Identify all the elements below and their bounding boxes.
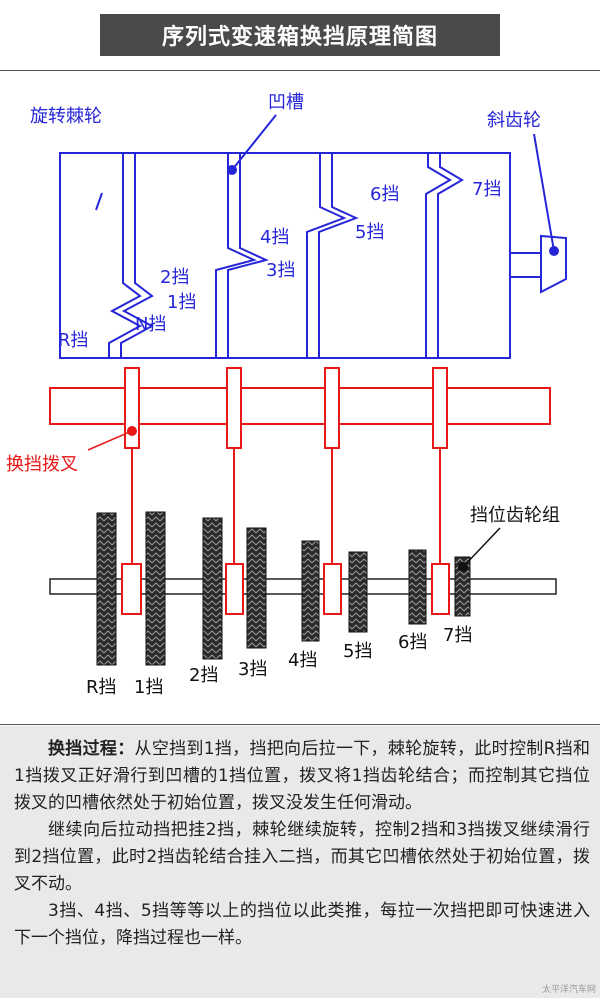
- groove-label-n: N挡: [135, 314, 166, 335]
- fork-claw-2: [225, 563, 244, 615]
- gear-label-3: 3挡: [238, 659, 267, 680]
- fork-slider-4: [432, 367, 448, 449]
- gear-group: [96, 511, 471, 666]
- description-heading: 换挡过程：: [48, 739, 135, 759]
- groove-label-2: 2挡: [160, 267, 189, 288]
- groove-label-r: R挡: [58, 330, 89, 351]
- groove-track-2a: [215, 153, 257, 358]
- ratchet-pointer-line: [95, 192, 103, 211]
- groove-label-4: 4挡: [260, 227, 289, 248]
- ratchet-label: 旋转棘轮: [30, 106, 102, 127]
- gear-1: [145, 511, 166, 666]
- gear-label-7: 7挡: [443, 625, 472, 646]
- description-panel: 换挡过程：从空挡到1挡，挡把向后拉一下，棘轮旋转，此时控制R挡和1挡拨叉正好滑行…: [0, 726, 600, 998]
- bottom-divider: [0, 724, 600, 725]
- gear-r: [96, 512, 117, 666]
- groove-track-2b: [227, 153, 269, 358]
- gear-7: [454, 556, 471, 617]
- shift-forks: [49, 367, 551, 565]
- fork-claw-3: [323, 563, 342, 615]
- gear-label-2: 2挡: [189, 665, 218, 686]
- gear-label-1: 1挡: [134, 677, 163, 698]
- bevel-gear-dot: [549, 246, 559, 256]
- gear-label-r: R挡: [86, 677, 117, 698]
- bevel-gear-shape: [540, 234, 567, 294]
- gear-6: [408, 549, 427, 625]
- watermark: 太平洋汽车网: [541, 985, 596, 995]
- groove-track-3a: [306, 153, 347, 358]
- top-divider: [0, 70, 600, 71]
- groove-label-1: 1挡: [167, 292, 196, 313]
- rotating-ratchet: [59, 114, 567, 359]
- gear-3: [246, 527, 267, 649]
- gearbox-diagram: 旋转棘轮 凹槽 斜齿轮 R挡 N挡 1挡 2挡 3挡 4挡 5挡 6挡 7挡 换…: [6, 92, 567, 698]
- description-paragraph-2: 继续向后拉动挡把挂2挡，棘轮继续旋转，控制2挡和3挡拨叉继续滑行到2挡位置，此时…: [14, 820, 590, 894]
- groove-label-7: 7挡: [472, 179, 501, 200]
- fork-slider-2: [226, 367, 242, 449]
- groove-track-1a: [108, 153, 143, 358]
- groove-track-1b: [120, 153, 155, 358]
- gear-label-5: 5挡: [343, 641, 372, 662]
- gear-group-label: 挡位齿轮组: [470, 505, 560, 526]
- gear-label-6: 6挡: [398, 632, 427, 653]
- gear-4: [301, 540, 320, 642]
- gear-5: [348, 551, 368, 633]
- gear-label-4: 4挡: [288, 650, 317, 671]
- fork-pointer-line: [87, 430, 133, 451]
- groove-label-3: 3挡: [266, 260, 295, 281]
- groove-label-5: 5挡: [355, 222, 384, 243]
- groove-dot: [227, 165, 237, 175]
- description-paragraph-1: 换挡过程：从空挡到1挡，挡把向后拉一下，棘轮旋转，此时控制R挡和1挡拨叉正好滑行…: [0, 736, 600, 817]
- ratchet-body: [59, 152, 511, 359]
- gear-group-pointer-line: [462, 527, 501, 568]
- fork-slider-3: [324, 367, 340, 449]
- description-text-1: 从空挡到1挡，挡把向后拉一下，棘轮旋转，此时控制R挡和1挡拨叉正好滑行到凹槽的1…: [14, 739, 590, 813]
- groove-label: 凹槽: [268, 92, 304, 113]
- groove-pointer-line: [231, 114, 277, 171]
- bevel-gear-label: 斜齿轮: [487, 110, 541, 131]
- page-title: 序列式变速箱换挡原理简图: [100, 14, 500, 56]
- fork-claw-4: [431, 563, 450, 615]
- groove-track-4a: [425, 153, 452, 358]
- bevel-pointer-line: [533, 133, 555, 252]
- shift-fork-label: 换挡拨叉: [6, 454, 78, 475]
- groove-track-4b: [437, 153, 464, 358]
- groove-label-6: 6挡: [370, 184, 399, 205]
- gear-2: [202, 517, 223, 660]
- description-paragraph-3: 3挡、4挡、5挡等等以上的挡位以此类推，每拉一次挡把即可快速进入下一个挡位，降挡…: [14, 901, 590, 948]
- groove-track-3b: [318, 153, 359, 358]
- fork-claw-1: [121, 563, 142, 615]
